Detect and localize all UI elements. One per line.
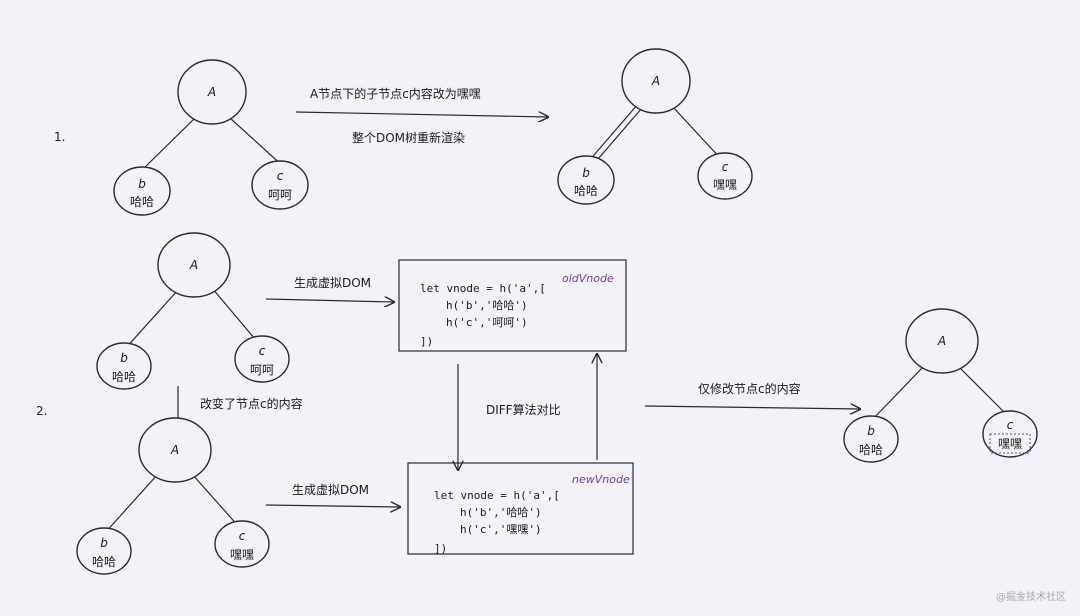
node-c-text: 嘿嘿: [998, 437, 1022, 451]
gen-vdom-arrow-2: [265, 505, 400, 507]
node-b-text: 哈哈: [859, 443, 883, 457]
new-vnode-line-1: let vnode = h('a',[: [434, 489, 560, 502]
node-b-text: 哈哈: [574, 184, 598, 198]
node-a: [157, 232, 231, 298]
node-a-label: A: [189, 258, 198, 272]
old-vnode-line-2: h('b','哈哈'): [446, 299, 528, 312]
node-c-letter: c: [722, 160, 729, 174]
old-vnode-line-3: h('c','呵呵'): [446, 316, 528, 329]
node-c: [234, 335, 290, 383]
old-vnode-line-4: ]): [420, 335, 433, 348]
rerender-arrow-label-bottom: 整个DOM树重新渲染: [352, 130, 465, 145]
node-b: [843, 415, 899, 463]
old-vnode-tag: oldVnode: [562, 272, 614, 285]
node-c-text: 嘿嘿: [713, 178, 737, 192]
node-b: [76, 527, 132, 575]
step-1-number: 1.: [54, 130, 65, 144]
node-b-letter: b: [138, 177, 146, 191]
node-b-letter: b: [120, 351, 128, 365]
watermark: @掘金技术社区: [996, 590, 1066, 603]
new-vnode-box: newVnode let vnode = h('a',[ h('b','哈哈')…: [407, 462, 634, 555]
tree-step1-after: A b 哈哈 c 嘿嘿: [557, 48, 753, 205]
node-c-text: 嘿嘿: [230, 548, 254, 562]
node-b-letter: b: [582, 166, 590, 180]
node-c: [697, 152, 753, 200]
node-a: [621, 48, 691, 114]
node-a: [177, 59, 247, 125]
diff-label: DIFF算法对比: [486, 402, 561, 417]
gen-vdom-arrow-1: [265, 299, 394, 302]
gen-vdom-label-2: 生成虚拟DOM: [292, 483, 369, 497]
node-a-label: A: [207, 85, 216, 99]
patch-label: 仅修改节点c的内容: [698, 381, 801, 396]
node-c-letter: c: [1007, 418, 1014, 432]
node-a-label: A: [937, 334, 946, 348]
tree-step2-result: A b 哈哈 c 嘿嘿: [843, 308, 1038, 463]
node-b: [96, 342, 152, 390]
node-b-text: 哈哈: [112, 370, 136, 384]
node-c-letter: c: [239, 529, 246, 543]
gen-vdom-label-1: 生成虚拟DOM: [294, 276, 371, 290]
node-a: [905, 308, 979, 374]
patch-arrow: [644, 406, 860, 409]
new-vnode-line-2: h('b','哈哈'): [460, 506, 542, 519]
node-b: [113, 166, 171, 216]
node-b-letter: b: [867, 424, 875, 438]
node-c-letter: c: [277, 169, 284, 183]
node-b-text: 哈哈: [130, 195, 154, 209]
node-c-text: 呵呵: [268, 188, 292, 202]
old-vnode-line-1: let vnode = h('a',[: [420, 282, 546, 295]
old-vnode-box: oldVnode let vnode = h('a',[ h('b','哈哈')…: [398, 259, 627, 352]
node-a-label: A: [651, 74, 660, 88]
node-b-letter: b: [100, 536, 108, 550]
tree-step1-before: A b 哈哈 c 呵呵: [113, 59, 309, 216]
tree-step2-new: A b 哈哈 c 嘿嘿: [76, 417, 270, 575]
node-a: [138, 417, 212, 483]
changed-highlight: [989, 433, 1031, 454]
node-b: [557, 155, 615, 205]
node-b-text: 哈哈: [92, 555, 116, 569]
node-a-label: A: [170, 443, 179, 457]
new-vnode-line-3: h('c','嘿嘿'): [460, 523, 542, 536]
step-2-number: 2.: [36, 404, 47, 418]
rerender-arrow-label-top: A节点下的子节点c内容改为嘿嘿: [310, 86, 481, 101]
rerender-arrow: [295, 111, 548, 117]
change-label: 改变了节点c的内容: [200, 396, 303, 411]
tree-step2-old: A b 哈哈 c 呵呵: [96, 232, 290, 390]
node-c: [214, 520, 270, 568]
node-c: [251, 160, 309, 210]
node-c-letter: c: [259, 344, 266, 358]
node-c-text: 呵呵: [250, 363, 274, 377]
new-vnode-line-4: ]): [434, 542, 447, 555]
new-vnode-tag: newVnode: [572, 473, 630, 486]
